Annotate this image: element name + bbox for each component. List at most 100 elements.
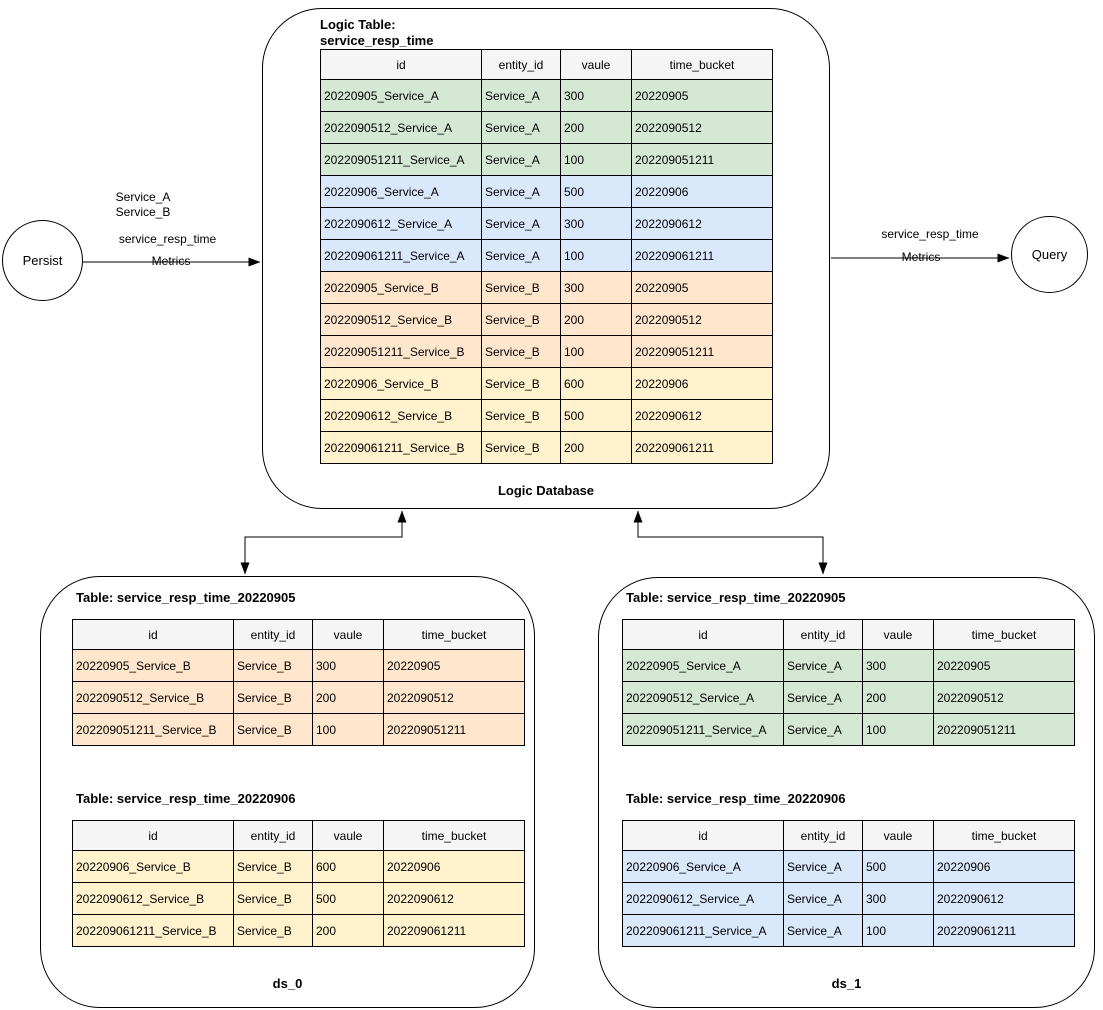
table-cell: 2022090612_Service_B — [320, 399, 482, 432]
table-cell: 600 — [312, 850, 384, 883]
table-cell: 200 — [312, 914, 384, 947]
table-cell: Service_B — [233, 850, 313, 883]
table-cell: 202209051211_Service_A — [320, 143, 482, 176]
table-cell: Service_B — [481, 271, 561, 304]
table-cell: 202209061211_Service_A — [320, 239, 482, 272]
table-cell: 20220905 — [631, 79, 773, 112]
ds1-label: ds_1 — [831, 976, 862, 991]
logicdb-ds0-connector — [240, 510, 407, 575]
column-header: id — [72, 820, 234, 851]
column-header: time_bucket — [933, 820, 1075, 851]
table-cell: Service_A — [783, 681, 863, 714]
persist-edge-label: Metrics — [151, 254, 191, 268]
table-cell: 2022090512_Service_B — [72, 681, 234, 714]
table-cell: Service_A — [481, 239, 561, 272]
table-cell: 202209061211 — [933, 914, 1075, 947]
column-header: time_bucket — [383, 619, 525, 650]
column-header: id — [622, 619, 784, 650]
column-header: entity_id — [481, 49, 561, 80]
column-header: vaule — [862, 619, 934, 650]
table-cell: 20220905 — [383, 649, 525, 682]
table-cell: 2022090512 — [383, 681, 525, 714]
table-cell: 20220905 — [933, 649, 1075, 682]
table-cell: 20220905 — [631, 271, 773, 304]
table-cell: 200 — [862, 681, 934, 714]
column-header: time_bucket — [933, 619, 1075, 650]
query-node: Query — [1011, 216, 1088, 293]
logic-table-title: Logic Table: service_resp_time — [320, 17, 433, 49]
query-edge-label: Metrics — [901, 250, 941, 264]
table-cell: 300 — [862, 882, 934, 915]
table-cell: 2022090512_Service_B — [320, 303, 482, 336]
table-cell: 2022090512 — [631, 303, 773, 336]
table-cell: 20220905_Service_A — [320, 79, 482, 112]
table-cell: Service_A — [783, 649, 863, 682]
table-cell: 2022090612_Service_A — [320, 207, 482, 240]
table-cell: 20220906 — [631, 175, 773, 208]
table-cell: 20220906 — [383, 850, 525, 883]
table-cell: 100 — [862, 713, 934, 746]
table-cell: 202209061211 — [631, 239, 773, 272]
table-cell: 2022090612_Service_A — [622, 882, 784, 915]
column-header: vaule — [862, 820, 934, 851]
table-cell: 20220906_Service_A — [622, 850, 784, 883]
table-cell: 2022090612 — [631, 399, 773, 432]
service-b-label: Service_B — [115, 205, 171, 219]
column-header: time_bucket — [383, 820, 525, 851]
table-cell: 200 — [312, 681, 384, 714]
table-cell: 202209061211 — [383, 914, 525, 947]
table-cell: Service_A — [783, 713, 863, 746]
column-header: entity_id — [233, 619, 313, 650]
table-cell: Service_A — [783, 850, 863, 883]
table-cell: 20220906_Service_B — [320, 367, 482, 400]
table-cell: Service_B — [233, 914, 313, 947]
ds0-table2-title: Table: service_resp_time_20220906 — [76, 791, 296, 806]
table-cell: 100 — [862, 914, 934, 947]
table-cell: 20220906_Service_A — [320, 175, 482, 208]
column-header: time_bucket — [631, 49, 773, 80]
table-cell: 2022090612 — [933, 882, 1075, 915]
table-cell: Service_B — [481, 303, 561, 336]
table-cell: 500 — [560, 175, 632, 208]
query-edge-metric-name: service_resp_time — [881, 227, 979, 241]
table-cell: Service_A — [481, 207, 561, 240]
column-header: id — [320, 49, 482, 80]
table-cell: 2022090512_Service_A — [320, 111, 482, 144]
table-cell: 202209061211_Service_B — [72, 914, 234, 947]
ds0-table1-title: Table: service_resp_time_20220905 — [76, 590, 296, 605]
table-cell: 300 — [862, 649, 934, 682]
table-cell: Service_B — [481, 367, 561, 400]
table-cell: 20220906 — [933, 850, 1075, 883]
table-cell: Service_B — [481, 335, 561, 368]
table-cell: 20220906 — [631, 367, 773, 400]
table-cell: 20220905_Service_B — [320, 271, 482, 304]
ds1-table2-title: Table: service_resp_time_20220906 — [626, 791, 846, 806]
table-cell: 202209051211 — [933, 713, 1075, 746]
